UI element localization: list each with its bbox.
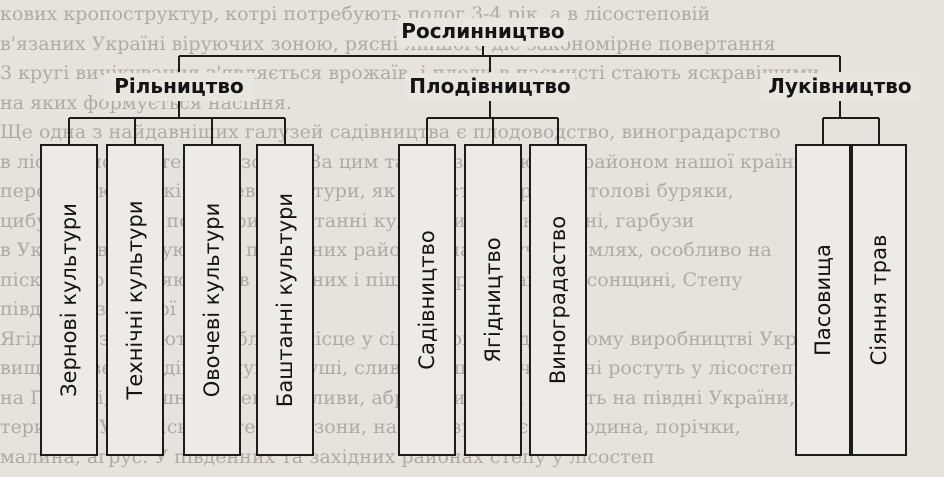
leaf-box [106,144,164,456]
leaf-label: Технічні культури [123,201,147,401]
branch-label-0-bg [104,73,254,101]
background-text-line: в'язаних Україні віруючих зоною, рясні л… [0,32,776,55]
branch-label-0: Рільництво [114,74,243,98]
branch-label-2-bg [760,73,920,101]
leaf-box [795,144,851,456]
leaf-label: Пасовища [811,244,835,356]
branch-label-2: Луківництво [768,74,911,98]
leaf-label: Садівництво [415,230,439,369]
leaf-label: Зернові культури [57,203,81,397]
leaf-box [40,144,98,456]
leaf-label: Сіяння трав [867,235,891,366]
leaf-label: Баштанні культури [273,193,297,407]
root-label: Рослинництво [401,19,564,43]
leaf-boxes: Зернові культури Технічні культури Овочеві… [40,144,907,456]
leaf-box [183,144,241,456]
connector-lines [68,44,880,145]
leaf-box [851,144,907,456]
leaf-box [464,144,522,456]
background-text-line: Ще одна з найдавніших галузей садівництв… [0,121,781,143]
leaf-box [398,144,456,456]
leaf-box [256,144,314,456]
branch-label-1: Плодівництво [409,74,570,98]
leaf-label: Ягідництво [481,237,505,362]
leaf-label: Овочеві культури [200,203,224,398]
branch-label-1-bg [405,73,575,101]
root-label-bg [398,18,568,46]
leaf-box [529,144,587,456]
leaf-label: Виноградаство [546,216,570,384]
